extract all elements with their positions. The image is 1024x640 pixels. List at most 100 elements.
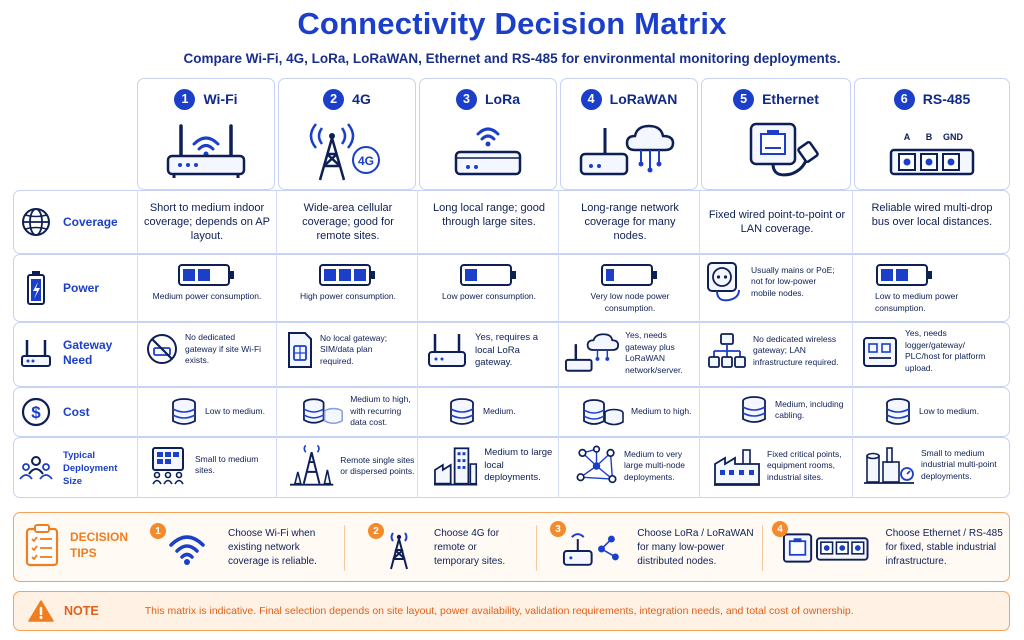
row-label-gateway: Gateway Need bbox=[19, 336, 123, 370]
coverage-cell-lora: Long local range; good through large sit… bbox=[433, 202, 545, 228]
lorawan-cloud-icon bbox=[560, 116, 698, 184]
row-label-deployment: Typical Deployment Size bbox=[19, 449, 129, 488]
coverage-cell-rs485: Reliable wired multi-drop bus over local… bbox=[871, 202, 993, 228]
sim-card-icon bbox=[288, 332, 312, 368]
logger-plc-icon bbox=[863, 337, 897, 367]
gateway-cell-ethernet: No dedicated wireless gateway; LAN infra… bbox=[707, 332, 851, 370]
wifi-router-icon bbox=[137, 116, 275, 184]
tech-header-lorawan: 4 LoRaWAN bbox=[560, 87, 698, 111]
terminal-label-a: A bbox=[904, 132, 911, 142]
header-card-lora bbox=[419, 78, 557, 190]
row-power bbox=[13, 254, 1010, 322]
tech-header-4g: 2 4G bbox=[278, 87, 416, 111]
row-label-coverage: Coverage bbox=[19, 205, 118, 239]
tip-item-2: 2 Choose 4G for remote or temporary site… bbox=[366, 519, 534, 577]
tech-number: 5 bbox=[733, 88, 755, 110]
tip-number: 4 bbox=[772, 521, 788, 537]
no-gateway-icon bbox=[147, 334, 177, 365]
power-cell-wifi: Medium power consumption. bbox=[143, 262, 271, 303]
people-group-icon bbox=[19, 455, 53, 480]
tech-header-wifi: 1 Wi-Fi bbox=[137, 87, 275, 111]
tech-number: 3 bbox=[456, 88, 477, 110]
coin-stack-icon bbox=[450, 398, 474, 425]
coverage-cell-wifi: Short to medium indoor coverage; depends… bbox=[144, 202, 270, 242]
tech-header-rs485: 6 RS-485 bbox=[854, 87, 1010, 111]
cost-cell-wifi: Low to medium. bbox=[169, 396, 273, 428]
tech-name: 4G bbox=[352, 91, 371, 107]
coin-stacks-icon bbox=[583, 399, 624, 426]
globe-icon bbox=[22, 208, 50, 236]
page-title: Connectivity Decision Matrix bbox=[297, 6, 727, 41]
deployment-cell-4g: Remote single sites or dispersed points. bbox=[289, 444, 415, 488]
gateway-cell-4g: No local gateway; SIM/data plan required… bbox=[286, 330, 414, 370]
row-label-text: Coverage bbox=[63, 214, 118, 229]
row-gateway bbox=[13, 322, 1010, 387]
wifi-icon bbox=[169, 535, 205, 565]
dollar-icon: $ bbox=[21, 397, 51, 427]
battery-level-icon bbox=[601, 264, 657, 286]
svg-text:$: $ bbox=[31, 403, 41, 422]
decision-tips-panel: DECISION TIPS 1 Choose Wi-Fi when existi… bbox=[13, 512, 1010, 582]
note-label: NOTE bbox=[64, 604, 99, 618]
gateway-cell-lora: Yes, requires a local LoRa gateway. bbox=[425, 330, 555, 372]
deployment-cell-lorawan: Medium to very large multi-node deployme… bbox=[575, 444, 697, 488]
battery-level-icon bbox=[318, 264, 375, 286]
terminal-label-b: B bbox=[926, 132, 933, 142]
battery-level-icon bbox=[876, 264, 932, 286]
tech-name: RS-485 bbox=[922, 91, 971, 107]
battery-fill bbox=[338, 269, 351, 281]
cost-cell-ethernet: Medium, including cabling. bbox=[739, 394, 849, 426]
tech-name: LoRa bbox=[485, 91, 520, 107]
coin-stack-icon bbox=[742, 396, 766, 423]
row-label-text: Gateway Need bbox=[63, 338, 113, 367]
cost-cell-rs485: Low to medium. bbox=[883, 396, 1003, 428]
battery-fill bbox=[606, 269, 614, 281]
row-label-power: Power bbox=[19, 269, 99, 307]
deployment-cell-ethernet: Fixed critical points, equipment rooms, … bbox=[713, 444, 851, 488]
tip-number: 2 bbox=[368, 523, 384, 539]
page-subtitle: Compare Wi-Fi, 4G, LoRa, LoRaWAN, Ethern… bbox=[183, 51, 841, 66]
4g-badge-text: 4G bbox=[358, 154, 374, 168]
coverage-cell-4g: Wide-area cellular coverage; good for re… bbox=[302, 202, 394, 242]
cell-tower-small-icon bbox=[390, 532, 408, 570]
decision-matrix: 1 Wi-Fi 2 4G 3 LoRa 4 LoRaWAN 5 Ethernet… bbox=[13, 78, 1010, 498]
row-label-text: Cost bbox=[63, 404, 90, 419]
deployment-cell-lora: Medium to large local deployments. bbox=[433, 444, 555, 488]
tip-number: 3 bbox=[550, 521, 566, 537]
battery-fill bbox=[896, 269, 908, 281]
battery-fill bbox=[182, 269, 195, 281]
lora-gateway-icon bbox=[419, 116, 557, 184]
battery-level-icon bbox=[460, 264, 516, 286]
clipboard-checklist-icon bbox=[25, 524, 59, 567]
lan-network-icon bbox=[708, 333, 746, 368]
battery-level-icon bbox=[177, 264, 234, 286]
power-cell-lora: Low power consumption. bbox=[425, 262, 553, 303]
industrial-site-icon bbox=[433, 447, 478, 486]
industrial-plant-icon bbox=[864, 447, 914, 484]
terminal-label-gnd: GND bbox=[943, 132, 964, 142]
coverage-cell-lorawan: Long-range network coverage for many nod… bbox=[581, 202, 679, 242]
power-cell-lorawan: Very low node power consumption. bbox=[566, 262, 694, 314]
warning-icon bbox=[28, 600, 54, 622]
tech-name: LoRaWAN bbox=[609, 91, 678, 107]
cost-cell-lora: Medium. bbox=[447, 396, 547, 428]
tip-item-3: 3 Choose LoRa / LoRaWAN for many low-pow… bbox=[548, 519, 754, 577]
row-label-text: Typical Deployment Size bbox=[63, 450, 118, 487]
power-cell-4g: High power consumption. bbox=[284, 262, 412, 303]
cost-cell-lorawan: Medium to high. bbox=[581, 396, 697, 428]
decision-tips-label: DECISION TIPS bbox=[70, 530, 129, 560]
row-label-text: Power bbox=[63, 280, 100, 295]
remote-tower-icon bbox=[289, 444, 334, 486]
tech-header-ethernet: 5 Ethernet bbox=[701, 87, 851, 111]
ethernet-port-icon bbox=[701, 116, 851, 184]
tip-item-4: 4 Choose Ethernet / RS-485 for fixed, st… bbox=[770, 519, 1006, 577]
lora-nodes-icon bbox=[562, 533, 619, 566]
row-coverage bbox=[13, 190, 1010, 254]
gateway-cell-wifi: No dedicated gateway if site Wi-Fi exist… bbox=[145, 332, 273, 367]
tip-number: 1 bbox=[150, 523, 166, 539]
cost-cell-4g: Medium to high, with recurring data cost… bbox=[301, 394, 415, 429]
coverage-cell-ethernet: Fixed wired point-to-point or LAN covera… bbox=[708, 209, 846, 235]
battery-fill bbox=[323, 269, 336, 281]
tech-number: 4 bbox=[580, 88, 602, 110]
note-text: This matrix is indicative. Final selecti… bbox=[144, 605, 854, 617]
